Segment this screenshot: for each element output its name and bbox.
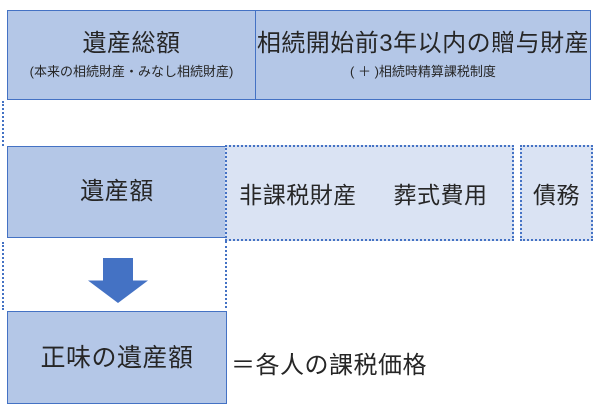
box-nontaxable-assets: 非課税財産 — [225, 145, 371, 241]
gift-assets-subtitle: ( ＋ )相続時精算課税制度 — [350, 64, 496, 80]
estate-total-subtitle: (本来の相続財産・みなし相続財産) — [29, 64, 234, 80]
box-estate-amount: 遺産額 — [7, 146, 227, 238]
box-funeral-expenses: 葬式費用 — [369, 145, 514, 241]
box-net-estate: 正味の遺産額 — [7, 311, 227, 404]
box-gift-assets: 相続開始前3年以内の贈与財産 ( ＋ )相続時精算課税制度 — [256, 10, 591, 100]
box-estate-total: 遺産総額 (本来の相続財産・みなし相続財産) — [7, 10, 256, 100]
down-arrow-icon — [88, 258, 148, 303]
dotted-connector-left-lower — [2, 242, 4, 310]
net-estate-label: 正味の遺産額 — [40, 343, 194, 372]
gift-assets-title: 相続開始前3年以内の贈与財産 — [256, 30, 590, 58]
funeral-expenses-label: 葬式費用 — [393, 182, 488, 208]
estate-amount-label: 遺産額 — [80, 177, 154, 205]
taxable-value-equation-text: ＝各人の課税価格 — [231, 352, 427, 379]
dotted-connector-right-lower — [225, 241, 227, 308]
debts-label: 債務 — [533, 182, 580, 208]
estate-total-title: 遺産総額 — [82, 30, 181, 58]
box-debts: 債務 — [520, 145, 593, 241]
nontaxable-assets-label: 非課税財産 — [239, 182, 357, 208]
dotted-connector-left-upper — [2, 101, 4, 146]
